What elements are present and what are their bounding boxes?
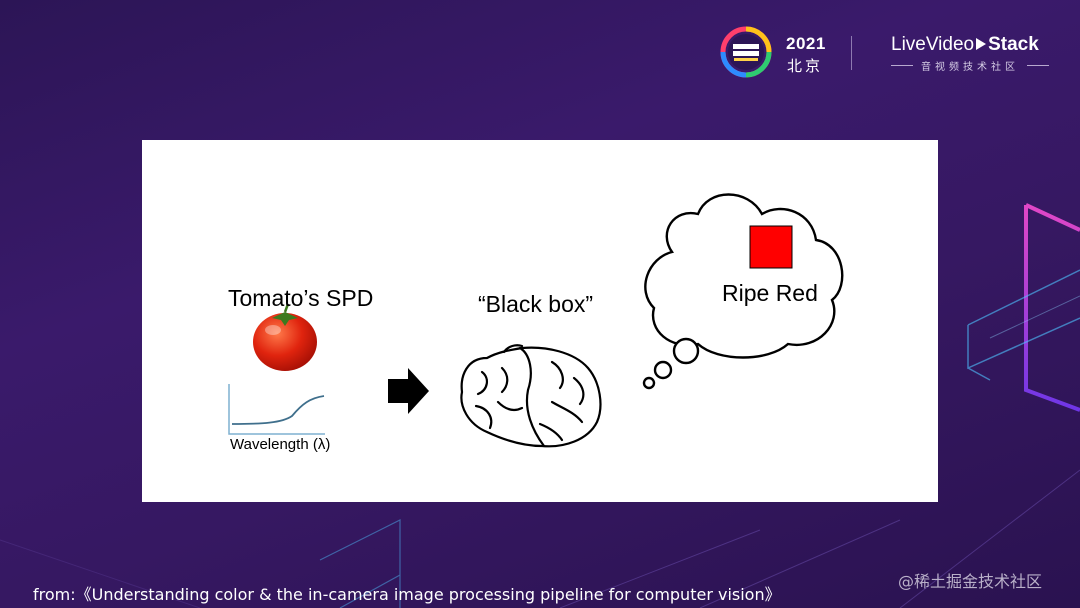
- watermark: @稀土掘金技术社区: [898, 572, 1043, 591]
- brand-suffix: Stack: [988, 34, 1039, 55]
- thought-cloud-icon: [642, 193, 844, 390]
- conference-city: 北京: [787, 57, 824, 75]
- brand-logo: LiveVideo Stack: [891, 34, 1039, 56]
- play-icon: [976, 38, 987, 50]
- brand-prefix: LiveVideo: [891, 34, 975, 55]
- slide-panel: Tomato’s SPD “Black box” Ripe Red Wavele…: [142, 140, 938, 502]
- header-divider: [851, 36, 852, 70]
- arrow-right-icon: [388, 368, 429, 414]
- tomato-icon: [253, 303, 317, 371]
- ripe-red-label: Ripe Red: [722, 280, 818, 306]
- wavelength-axis-label: Wavelength (λ): [230, 436, 331, 453]
- ripe-red-swatch: [749, 225, 793, 269]
- black-box-label: “Black box”: [478, 291, 594, 317]
- brain-icon: [460, 344, 602, 448]
- diagram-canvas: [228, 193, 844, 448]
- source-citation: from:《Understanding color & the in-camer…: [33, 585, 781, 604]
- brand-subtitle: 音视频技术社区: [891, 58, 1049, 73]
- conference-logo-icon: [720, 26, 772, 78]
- tomato-spd-label: Tomato’s SPD: [228, 285, 374, 311]
- conference-year: 2021: [786, 34, 826, 53]
- spd-graph: [228, 384, 325, 435]
